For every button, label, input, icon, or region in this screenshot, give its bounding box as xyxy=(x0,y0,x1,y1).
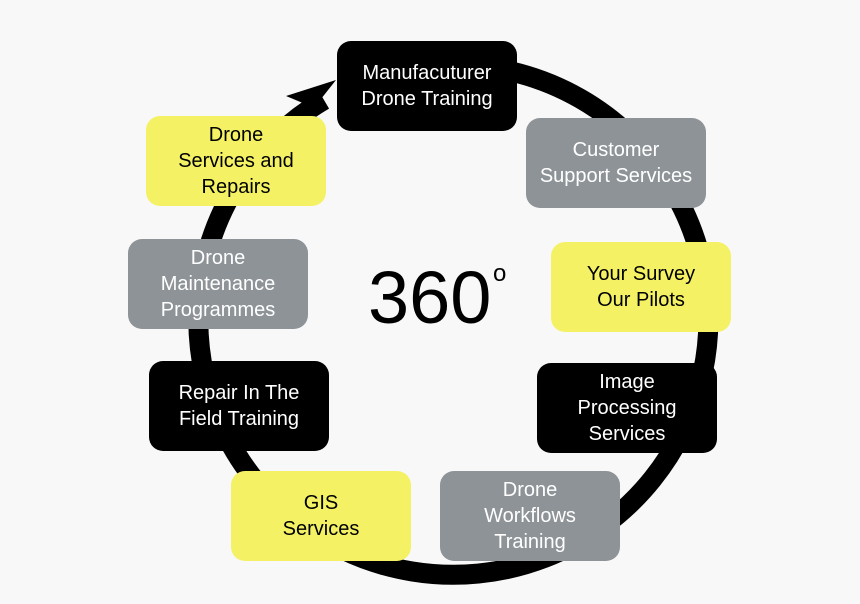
node-workflows-training: Drone Workflows Training xyxy=(440,471,620,561)
center-label: 360 xyxy=(368,256,492,339)
node-label: Manufacuturer Drone Training xyxy=(361,62,493,110)
node-label: Drone Services and Repairs xyxy=(178,124,294,198)
node-image-processing: Image Processing Services xyxy=(537,363,717,453)
node-label: Drone Workflows Training xyxy=(484,479,576,553)
node-services-repairs: Drone Services and Repairs xyxy=(146,116,326,206)
node-customer-support: Customer Support Services xyxy=(526,118,706,208)
node-manufacturer-training: Manufacuturer Drone Training xyxy=(337,41,517,131)
node-label: Image Processing Services xyxy=(577,371,677,445)
node-gis-services: GIS Services xyxy=(231,471,411,561)
node-survey-pilots: Your Survey Our Pilots xyxy=(551,242,731,332)
node-label: Drone Maintenance Programmes xyxy=(160,247,276,321)
node-label: Repair In The Field Training xyxy=(178,382,300,430)
node-label: Your Survey Our Pilots xyxy=(586,263,696,311)
arrow-head-icon xyxy=(286,80,336,128)
node-label: Customer Support Services xyxy=(539,139,693,187)
node-field-training: Repair In The Field Training xyxy=(149,361,329,451)
node-label: GIS Services xyxy=(282,492,360,540)
node-maintenance: Drone Maintenance Programmes xyxy=(128,239,308,329)
degree-symbol: o xyxy=(493,260,507,287)
